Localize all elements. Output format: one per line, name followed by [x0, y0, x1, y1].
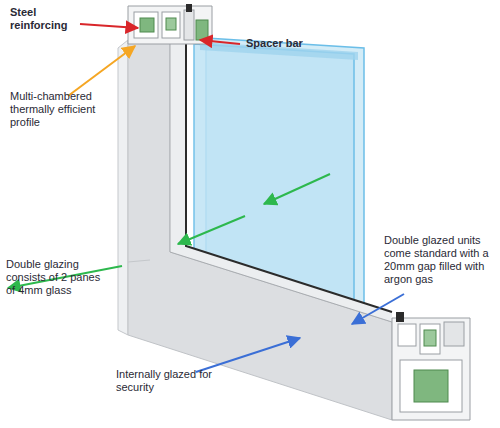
- part-label: Steel reinforcing: [10, 6, 76, 32]
- part-label: Multi-chambered thermally efficient prof…: [10, 90, 106, 129]
- leader-arrow: [196, 338, 300, 372]
- gasket: [186, 40, 392, 312]
- part-label: Spacer bar: [246, 37, 326, 50]
- leader-arrow: [352, 294, 404, 324]
- frame-side: [118, 40, 128, 335]
- frame-front: [128, 40, 392, 420]
- leader-arrow: [200, 40, 240, 44]
- frame-edge: [170, 40, 392, 322]
- leader-arrow: [264, 174, 330, 204]
- bottom-profile-section: [392, 312, 470, 420]
- top-profile-section: [128, 4, 212, 44]
- note-label: Double glazing consists of 2 panes of 4m…: [6, 258, 106, 297]
- leader-arrow: [80, 24, 138, 28]
- leader-arrow: [178, 216, 245, 244]
- note-label: Internally glazed for security: [116, 368, 216, 394]
- frame-bevel: [170, 40, 392, 322]
- note-label: Double glazed units come standard with a…: [384, 234, 496, 286]
- leader-arrow: [68, 46, 135, 96]
